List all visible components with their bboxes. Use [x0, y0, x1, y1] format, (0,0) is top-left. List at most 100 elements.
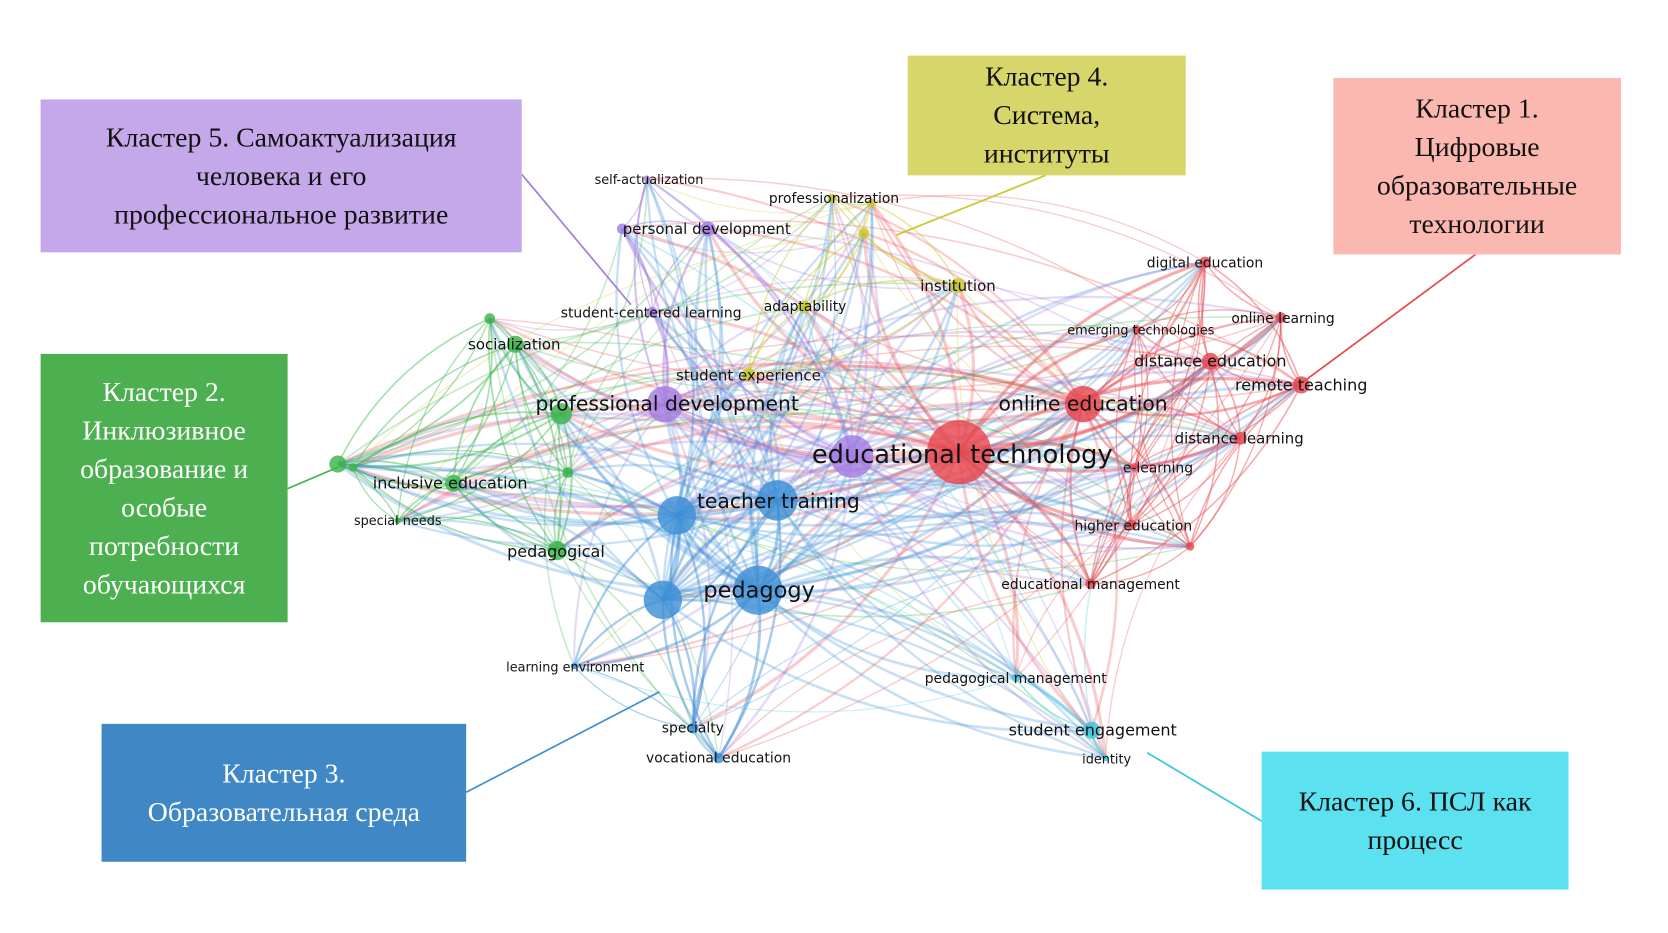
node-professional-development[interactable]	[646, 385, 684, 423]
node-n14[interactable]	[830, 435, 874, 478]
edge	[850, 284, 959, 457]
node-socialization[interactable]	[506, 335, 524, 353]
node-n32[interactable]	[562, 467, 574, 478]
node-n20[interactable]	[867, 198, 876, 208]
edge	[1136, 261, 1206, 330]
node-learning-environment[interactable]	[570, 662, 578, 670]
edge	[646, 177, 854, 457]
edge	[337, 368, 1241, 465]
edge	[513, 343, 759, 592]
node-digital-education[interactable]	[1199, 256, 1211, 268]
edge	[958, 436, 1241, 473]
edge	[352, 232, 864, 468]
node-emerging-technologies[interactable]	[1132, 325, 1141, 334]
node-label: online education	[999, 392, 1168, 416]
edge	[747, 232, 865, 375]
edge	[718, 583, 1091, 759]
node-n21[interactable]	[858, 227, 870, 239]
edge	[645, 178, 696, 516]
edge	[1015, 677, 1092, 732]
edge	[758, 437, 1242, 593]
node-n30[interactable]	[348, 462, 358, 472]
edge	[675, 284, 959, 517]
node-identity[interactable]	[1102, 754, 1109, 762]
node-adaptability[interactable]	[797, 300, 811, 314]
node-student-experience[interactable]	[742, 367, 755, 381]
edge	[704, 228, 779, 502]
node-inclusive-education[interactable]	[444, 474, 462, 492]
edge	[337, 282, 959, 465]
edge	[830, 197, 868, 457]
node-educational-technology[interactable]	[926, 420, 992, 485]
edge	[397, 516, 558, 552]
edge	[1090, 384, 1302, 585]
node-pedagogy[interactable]	[733, 565, 783, 615]
node-teacher-training[interactable]	[756, 480, 798, 521]
node-special-needs[interactable]	[394, 517, 401, 524]
node-label: digital education	[1147, 255, 1263, 271]
edge	[452, 343, 517, 484]
edge	[676, 328, 1138, 517]
node-higher-education[interactable]	[1125, 519, 1137, 531]
edge	[747, 306, 805, 375]
edges-layer	[336, 177, 1303, 760]
node-student-engagement[interactable]	[1083, 721, 1101, 739]
edge	[664, 403, 1091, 585]
edge	[675, 197, 833, 517]
node-n35[interactable]	[657, 496, 697, 535]
node-specialty[interactable]	[687, 722, 699, 734]
node-label: vocational education	[646, 750, 791, 766]
edge	[1082, 403, 1192, 547]
edge	[777, 360, 1212, 503]
edge	[556, 311, 653, 551]
node-personal-development[interactable]	[700, 221, 716, 237]
node-distance-education[interactable]	[1201, 352, 1219, 370]
edge	[706, 227, 854, 457]
node-n29[interactable]	[329, 455, 347, 473]
edge	[352, 455, 853, 509]
node-n37[interactable]	[643, 580, 683, 620]
edge	[337, 343, 517, 465]
node-vocational-education[interactable]	[713, 752, 724, 764]
node-n27[interactable]	[550, 403, 573, 425]
node-e-learning[interactable]	[1130, 462, 1139, 472]
node-n16[interactable]	[616, 223, 628, 235]
node-online-education[interactable]	[1064, 385, 1102, 423]
node-student-centered-learning[interactable]	[646, 306, 658, 318]
edge	[1136, 309, 1282, 330]
edge	[755, 232, 866, 591]
edge	[1209, 360, 1242, 439]
node-pedagogical-management[interactable]	[1011, 673, 1021, 683]
edge	[694, 228, 760, 591]
edge	[488, 318, 678, 517]
edge	[652, 197, 833, 313]
edge	[676, 477, 1132, 527]
edge	[851, 260, 1206, 458]
edge	[621, 228, 853, 458]
node-institution[interactable]	[950, 277, 966, 293]
node-remote-teaching[interactable]	[1292, 376, 1310, 394]
edge	[1089, 437, 1241, 585]
edge	[489, 317, 1092, 585]
edge	[452, 482, 558, 552]
node-pedagogical[interactable]	[547, 541, 567, 561]
edge	[560, 360, 1084, 416]
node-online-learning[interactable]	[1275, 312, 1287, 323]
edge	[757, 589, 1016, 680]
node-self-actualization[interactable]	[643, 175, 651, 182]
node-label: higher education	[1074, 518, 1192, 534]
edge	[567, 424, 960, 475]
edge	[707, 227, 1084, 406]
edge	[1089, 524, 1132, 584]
edge	[756, 203, 874, 591]
node-educational-management[interactable]	[1085, 578, 1096, 590]
node-professionalization[interactable]	[827, 193, 837, 203]
node-label: specialty	[662, 720, 724, 736]
edge	[514, 343, 666, 406]
edge	[803, 306, 1302, 400]
edge	[397, 472, 569, 522]
node-n12[interactable]	[1185, 542, 1195, 551]
node-distance-learning[interactable]	[1233, 431, 1247, 445]
edge	[1069, 403, 1092, 585]
node-n26[interactable]	[484, 313, 496, 324]
